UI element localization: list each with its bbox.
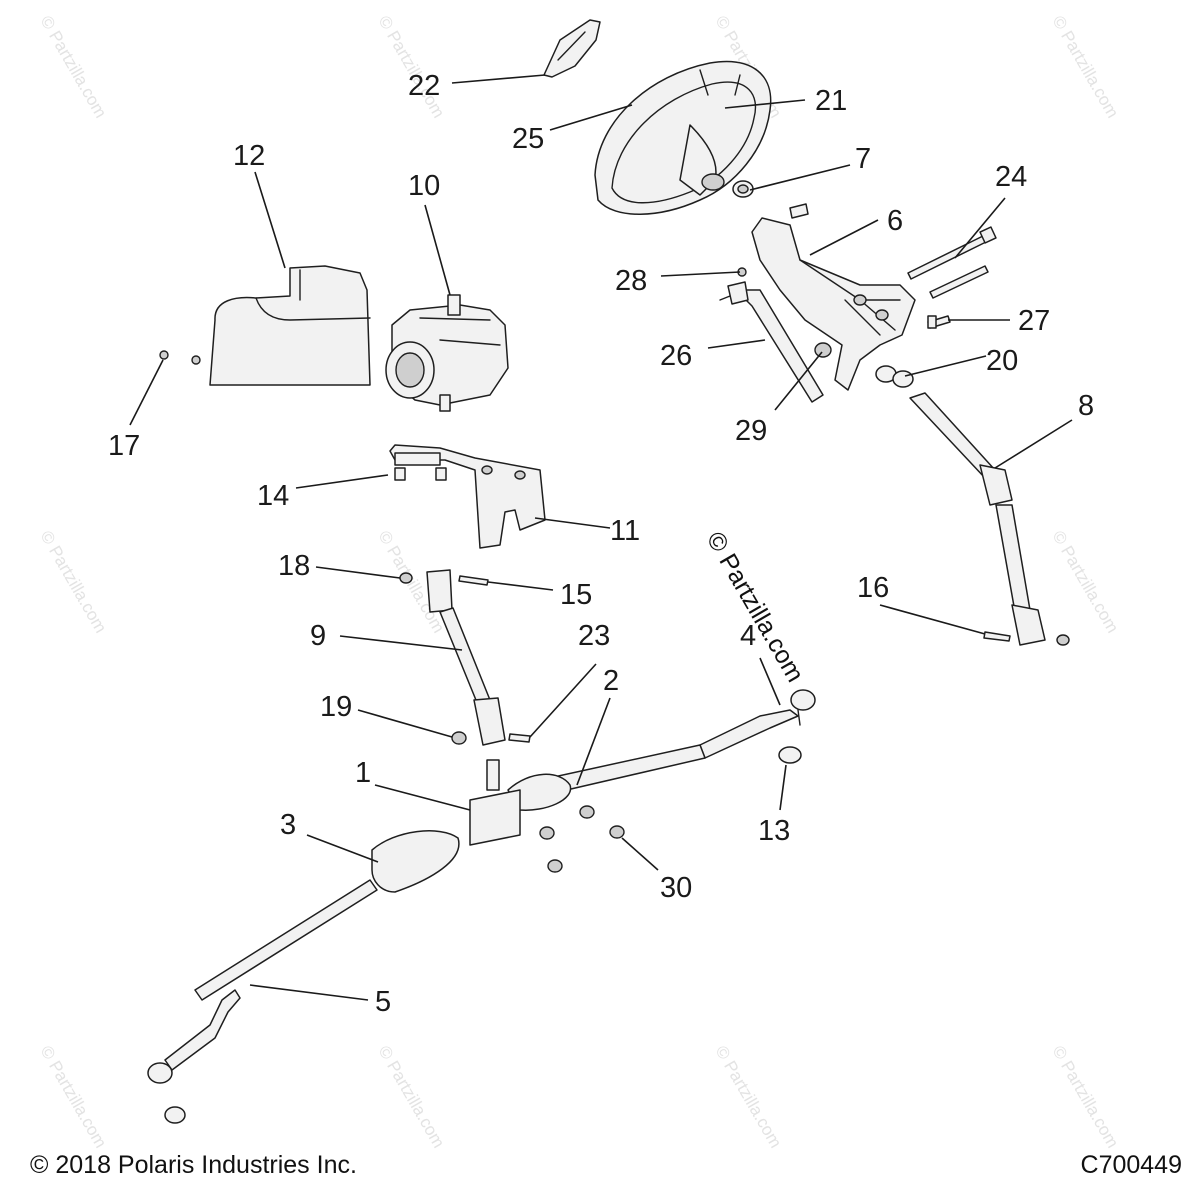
callout-23: 23 [578,620,610,652]
callout-29: 29 [735,415,767,447]
leader-lines [129,74,1073,1001]
rack-assembly [194,744,706,1001]
figure-code: C700449 [1080,1151,1182,1179]
callout-3: 3 [280,809,296,841]
part-4-tie-rod-end-right [699,689,816,759]
callout-1: 1 [355,757,371,789]
part-5-tie-rod-end-left [147,989,241,1124]
part-19-nut [451,731,467,745]
part-27-bolt [927,315,951,329]
callout-6: 6 [887,205,903,237]
part-9-lower-shaft [426,569,506,746]
watermark: © Partzilla.com [1049,1043,1123,1152]
part-23-bolt [508,733,531,743]
callout-14: 14 [257,480,289,512]
part-13-nut [778,746,802,764]
part-22-wheel-trim [543,19,601,78]
part-14-bolts [394,467,447,481]
part-3-left-boot [371,830,460,893]
callout-5: 5 [375,986,391,1018]
callout-10: 10 [408,170,440,202]
watermark: © Partzilla.com [37,1043,111,1152]
callout-numbers: 1 2 3 4 5 6 7 8 9 10 11 12 13 14 15 16 1… [108,70,1094,1018]
part-18-nut [399,572,413,584]
watermark: © Partzilla.com [1049,528,1123,637]
callout-30: 30 [660,872,692,904]
part-21-steering-wheel [594,60,772,215]
callout-13: 13 [758,815,790,847]
part-15-bolt [458,575,489,586]
part-24-bolts [907,226,997,299]
part-3-rack-tube-left [194,879,378,1001]
part-29-nut [814,342,832,358]
callout-28: 28 [615,265,647,297]
callout-24: 24 [995,161,1027,193]
part-2-right-boot [507,773,572,811]
callout-20: 20 [986,345,1018,377]
callout-12: 12 [233,140,265,172]
part-26-gas-strut [719,281,824,403]
callout-21: 21 [815,85,847,117]
center-watermark: © Partzilla.com [701,527,809,687]
callout-2: 2 [603,665,619,697]
watermark: © Partzilla.com [37,13,111,122]
part-7-bushing [732,180,754,198]
callout-17: 17 [108,430,140,462]
copyright-notice: © 2018 Polaris Industries Inc. [30,1151,357,1179]
watermark: © Partzilla.com [37,528,111,637]
part-6-column-bracket [751,203,916,391]
callout-16: 16 [857,572,889,604]
callout-9: 9 [310,620,326,652]
callout-4: 4 [740,620,756,652]
part-30-nuts [539,805,625,873]
watermark: © Partzilla.com [1049,13,1123,122]
part-17-fasteners [159,350,201,365]
callout-22: 22 [408,70,440,102]
part-8-steering-shaft [909,392,1070,646]
callout-25: 25 [512,123,544,155]
watermark: © Partzilla.com [375,1043,449,1152]
callout-11: 11 [610,515,640,547]
watermark: © Partzilla.com [712,1043,786,1152]
callout-8: 8 [1078,390,1094,422]
callout-15: 15 [560,579,592,611]
part-11-mount-bracket [389,444,546,549]
callout-19: 19 [320,691,352,723]
part-12-cover [209,265,371,386]
part-20-bushing [875,365,914,388]
callout-26: 26 [660,340,692,372]
watermark: © Partzilla.com [375,13,449,122]
callout-18: 18 [278,550,310,582]
callout-27: 27 [1018,305,1050,337]
part-1-rack-housing [469,789,521,846]
part-10-eps-unit [385,294,509,412]
callout-7: 7 [855,143,871,175]
part-16-bolt [983,631,1011,642]
